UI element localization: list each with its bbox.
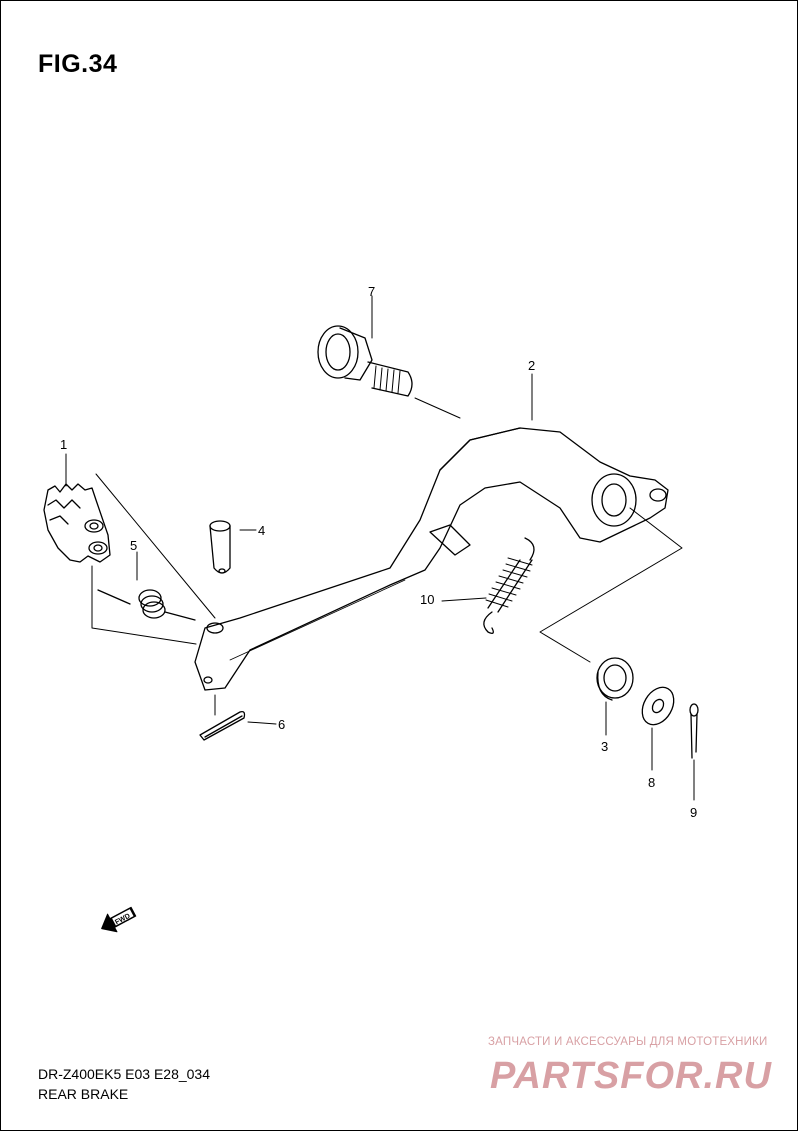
pivot-bolt-part-7[interactable] bbox=[317, 325, 413, 397]
callout-1: 1 bbox=[60, 437, 67, 452]
callout-4: 4 bbox=[258, 523, 265, 538]
svg-text:PARTSFOR.RU: PARTSFOR.RU bbox=[490, 1055, 772, 1096]
callout-10: 10 bbox=[420, 592, 434, 607]
callout-6: 6 bbox=[278, 717, 285, 732]
leader-lines bbox=[65, 295, 695, 801]
return-spring-part-10[interactable] bbox=[483, 537, 535, 634]
figure-title: FIG.34 bbox=[38, 50, 118, 78]
torsion-spring-part-5[interactable] bbox=[97, 589, 196, 621]
fwd-direction-badge: FWD bbox=[101, 906, 137, 933]
watermark-tagline: ЗАПЧАСТИ И АКСЕССУАРЫ ДЛЯ МОТОТЕХНИКИ bbox=[488, 1036, 768, 1048]
clevis-pin-part-4[interactable] bbox=[209, 520, 231, 574]
washer-part-8[interactable] bbox=[636, 682, 680, 731]
callout-labels: 1 2 3 4 5 6 7 8 9 10 bbox=[60, 284, 697, 820]
section-name: REAR BRAKE bbox=[38, 1086, 129, 1102]
cotter-pin-part-6[interactable] bbox=[199, 710, 246, 741]
callout-7: 7 bbox=[368, 284, 375, 299]
watermark: ЗАПЧАСТИ И АКСЕССУАРЫ ДЛЯ МОТОТЕХНИКИ PA… bbox=[488, 1036, 788, 1096]
pedal-tip-part-1[interactable] bbox=[43, 483, 111, 563]
callout-2: 2 bbox=[528, 358, 535, 373]
cotter-pin-part-9[interactable] bbox=[689, 703, 699, 759]
callout-3: 3 bbox=[601, 739, 608, 754]
brake-pedal[interactable] bbox=[194, 427, 669, 691]
oil-seal-part-3[interactable] bbox=[596, 657, 634, 701]
model-code: DR-Z400EK5 E03 E28_034 bbox=[38, 1066, 210, 1082]
watermark-logo: PARTSFOR.RU bbox=[490, 1055, 772, 1096]
callout-8: 8 bbox=[648, 775, 655, 790]
callout-9: 9 bbox=[690, 805, 697, 820]
callout-5: 5 bbox=[130, 538, 137, 553]
